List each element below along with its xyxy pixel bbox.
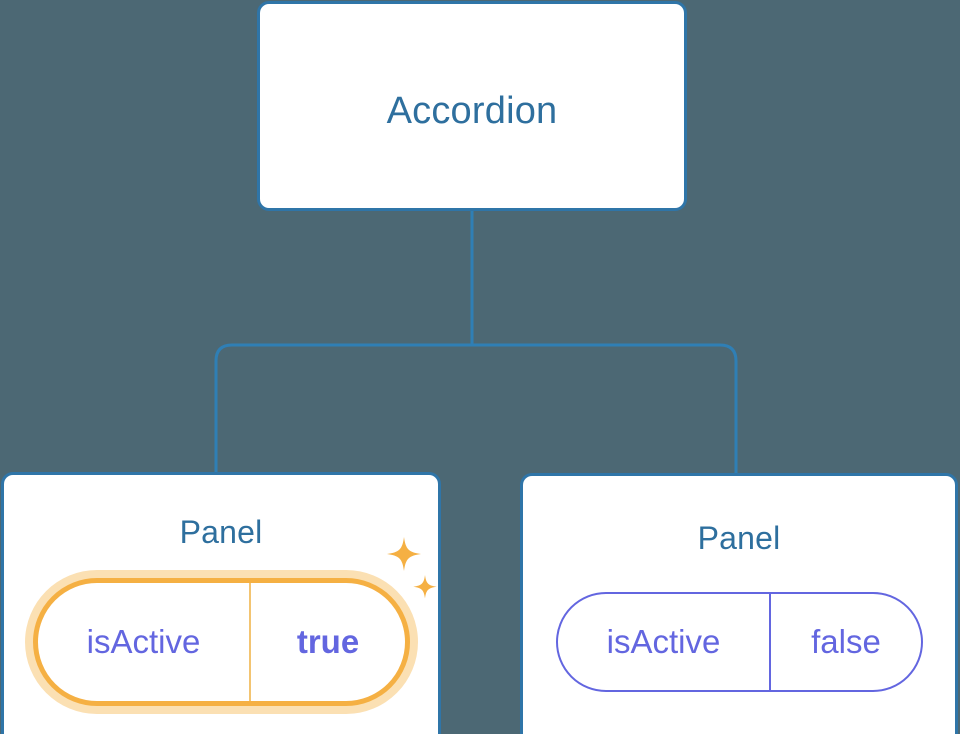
prop-value-label: false [811, 623, 881, 660]
node-card-accordion[interactable]: Accordion [257, 1, 687, 211]
node-title-panel-2: Panel [697, 520, 781, 556]
connector-branch-left [214, 343, 472, 473]
sparkles-icon [387, 537, 437, 599]
prop-key-label: isActive [38, 583, 251, 701]
connector-branch-right [472, 343, 738, 473]
sparkle-small-icon [413, 575, 437, 599]
sparkle-large-icon [387, 537, 421, 571]
node-title-accordion: Accordion [386, 90, 558, 132]
prop-value-label: true [296, 623, 360, 660]
prop-key-label: isActive [558, 594, 771, 690]
prop-pill-isactive-false[interactable]: isActive false [556, 592, 923, 692]
prop-pill-isactive-true[interactable]: isActive true [33, 578, 410, 706]
node-title-panel-1: Panel [179, 514, 263, 550]
